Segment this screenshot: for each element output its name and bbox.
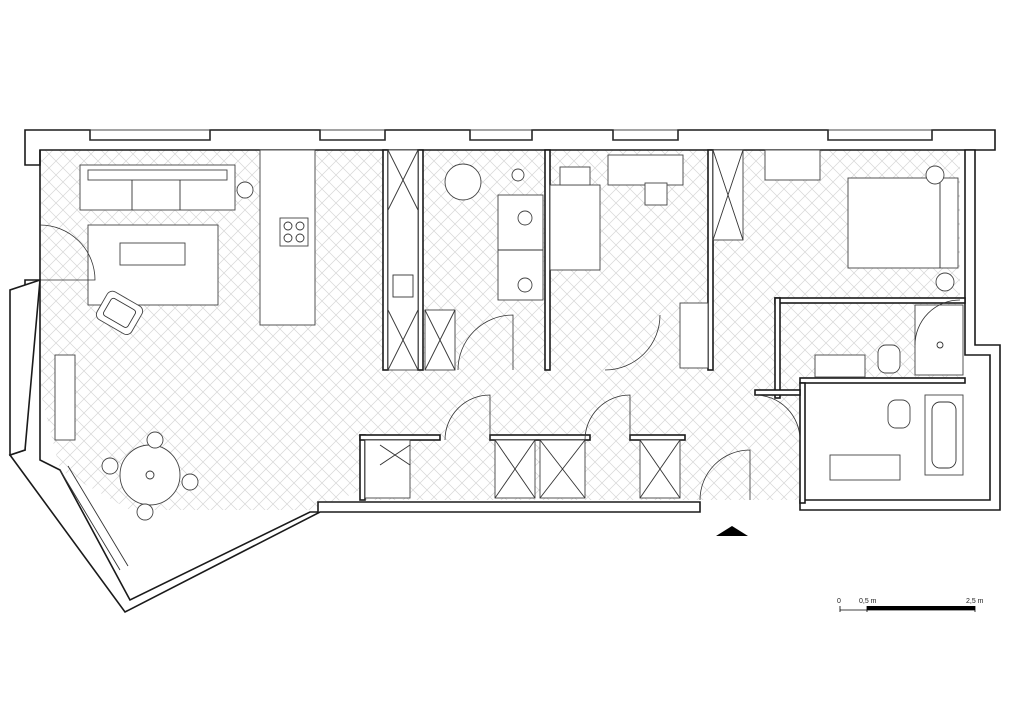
wc-2 [887, 399, 911, 429]
side-table [236, 181, 254, 199]
wc [877, 344, 901, 374]
exterior-walls [8, 129, 1001, 614]
bathroom-lower [829, 394, 964, 481]
scale-label-zero: 0 [837, 598, 841, 605]
round-table [444, 163, 482, 201]
entrance-arrow-icon [716, 526, 748, 536]
doors [39, 224, 961, 501]
living-room [54, 164, 254, 441]
sideboard [54, 354, 76, 441]
washbasin [814, 354, 866, 378]
kitchen-island [259, 149, 316, 326]
double-bed [847, 177, 959, 269]
desk [607, 154, 684, 186]
bathtub [924, 394, 964, 476]
single-bed [549, 184, 601, 271]
scale-label-end: 2,5 m [966, 598, 984, 605]
bedroom-small [549, 154, 684, 271]
kitchen-counter [387, 149, 419, 371]
dining-area [101, 431, 199, 521]
bathroom-upper [814, 304, 964, 378]
scale-bar: 0 0,5 m 2,5 m [837, 598, 984, 612]
master-bedroom [679, 149, 959, 369]
coffee-table [119, 242, 186, 266]
scale-label-mid: 0,5 m [859, 598, 877, 605]
hall-wardrobes [364, 439, 681, 499]
washbasin-2 [829, 454, 901, 481]
study-room [424, 163, 544, 371]
shower [914, 304, 964, 376]
armchair [95, 290, 144, 335]
dining-table [119, 444, 181, 506]
